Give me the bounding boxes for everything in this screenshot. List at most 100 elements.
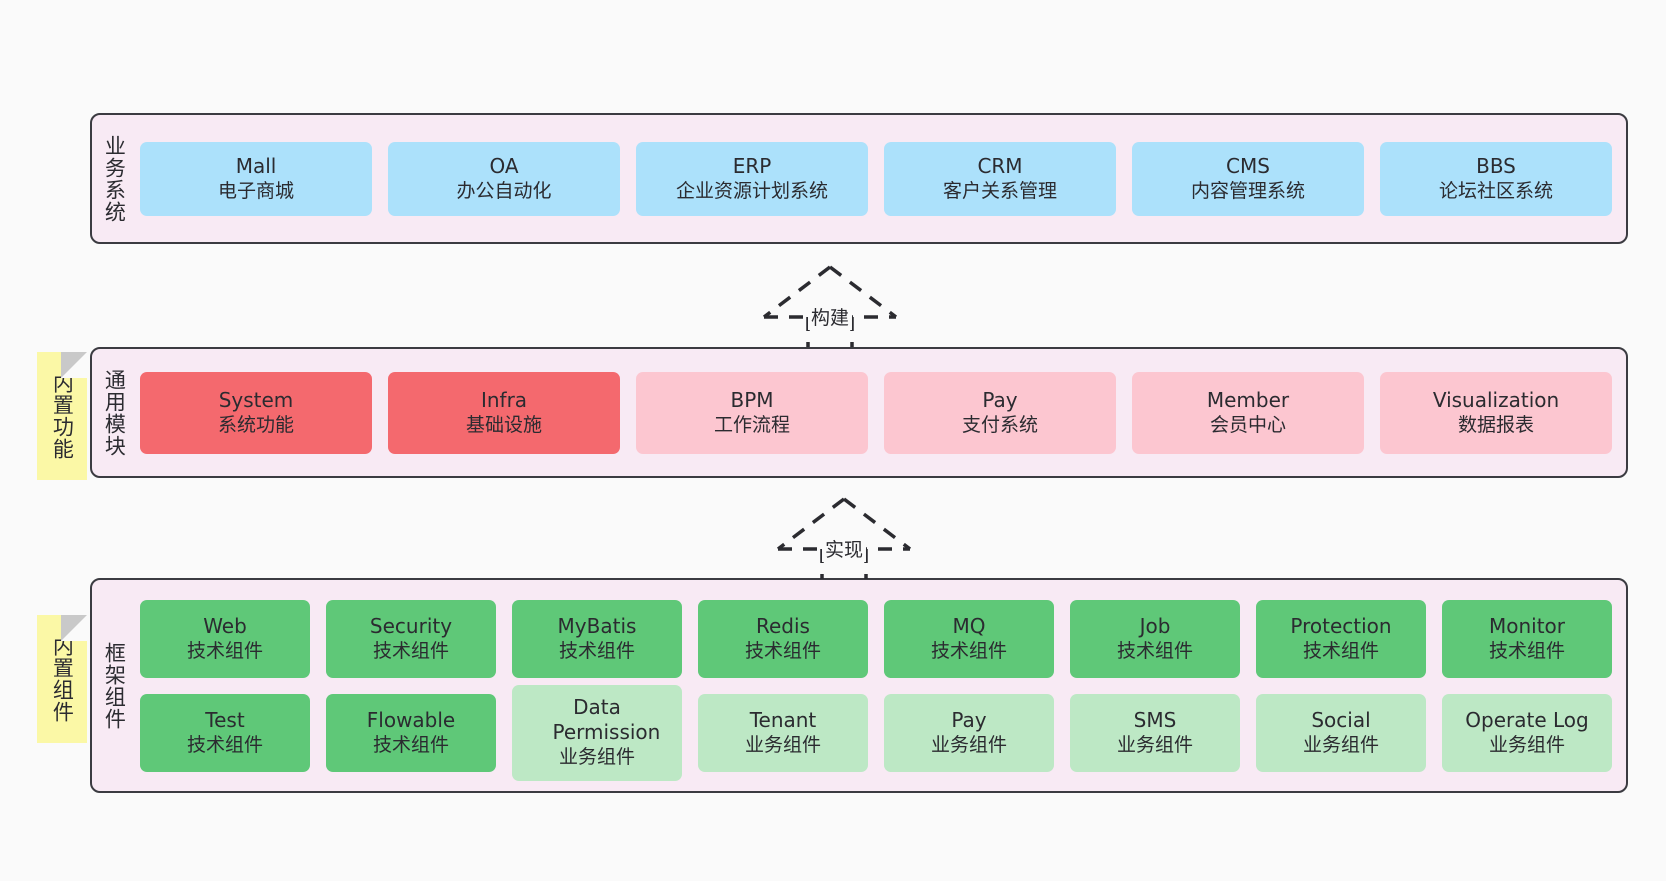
business-system-row: Mall 电子商城 OA 办公自动化 ERP 企业资源计划系统 CRM 客户关系… (140, 141, 1612, 216)
node-subtitle: 企业资源计划系统 (675, 179, 828, 202)
node-title: MQ (952, 613, 986, 638)
node-title: Flowable (366, 707, 456, 732)
node-security[interactable]: Security 技术组件 (326, 599, 496, 678)
node-erp[interactable]: ERP 企业资源计划系统 (636, 141, 868, 216)
note-builtin-component: 内置组件 (37, 615, 87, 743)
layer-common-module: 通用模块 System 系统功能 Infra 基础设施 BPM 工作流程 Pay… (90, 347, 1628, 478)
layer-caption-business-system: 业务系统 (102, 134, 127, 223)
node-system[interactable]: System 系统功能 (140, 371, 372, 454)
node-sms[interactable]: SMS 业务组件 (1070, 693, 1240, 772)
node-flowable[interactable]: Flowable 技术组件 (326, 693, 496, 772)
node-title: Mall (235, 153, 277, 178)
node-title: CMS (1226, 153, 1270, 178)
node-cms[interactable]: CMS 内容管理系统 (1132, 141, 1364, 216)
node-subtitle: 技术组件 (930, 639, 1007, 662)
node-title: SMS (1133, 707, 1177, 732)
node-title: Pay (951, 707, 987, 732)
node-subtitle: 会员中心 (1209, 413, 1286, 436)
node-subtitle: 业务组件 (1488, 733, 1565, 756)
node-subtitle: 办公自动化 (456, 179, 552, 202)
node-subtitle: 客户关系管理 (942, 179, 1057, 202)
node-mq[interactable]: MQ 技术组件 (884, 599, 1054, 678)
layer-caption-common-module: 通用模块 (102, 368, 127, 457)
node-subtitle: 业务组件 (1302, 733, 1379, 756)
node-subtitle: 支付系统 (961, 413, 1038, 436)
node-operate-log[interactable]: Operate Log 业务组件 (1442, 693, 1612, 772)
node-title: Security (369, 613, 453, 638)
node-crm[interactable]: CRM 客户关系管理 (884, 141, 1116, 216)
node-subtitle: 技术组件 (744, 639, 821, 662)
node-subtitle: 技术组件 (186, 733, 263, 756)
node-title: BBS (1476, 153, 1516, 178)
node-subtitle: 内容管理系统 (1190, 179, 1305, 202)
node-title: MyBatis (557, 613, 637, 638)
node-subtitle: 业务组件 (744, 733, 821, 756)
node-web[interactable]: Web 技术组件 (140, 599, 310, 678)
node-subtitle: 业务组件 (930, 733, 1007, 756)
node-title: Web (203, 613, 247, 638)
node-pay-component[interactable]: Pay 业务组件 (884, 693, 1054, 772)
node-title: Tenant (749, 707, 817, 732)
arrow-implement: 实现 (770, 493, 918, 579)
node-title: Member (1206, 387, 1290, 412)
node-title: Redis (756, 613, 810, 638)
node-mybatis[interactable]: MyBatis 技术组件 (512, 599, 682, 678)
arrow-head-left-stroke (776, 497, 846, 551)
layer-body-framework-component: Web 技术组件 Security 技术组件 MyBatis 技术组件 Redi… (136, 580, 1626, 791)
node-subtitle: 基础设施 (465, 413, 542, 436)
node-subtitle: 技术组件 (558, 639, 635, 662)
arrow-head-right-stroke (828, 265, 898, 319)
node-mall[interactable]: Mall 电子商城 (140, 141, 372, 216)
layer-framework-component: 框架组件 Web 技术组件 Security 技术组件 MyBatis 技术组件… (90, 578, 1628, 793)
arrow-head-right-stroke (842, 497, 912, 551)
node-social[interactable]: Social 业务组件 (1256, 693, 1426, 772)
framework-tech-row: Web 技术组件 Security 技术组件 MyBatis 技术组件 Redi… (140, 599, 1612, 678)
node-subtitle: 技术组件 (372, 733, 449, 756)
node-subtitle: 工作流程 (713, 413, 790, 436)
node-subtitle: 论坛社区系统 (1438, 179, 1553, 202)
node-title: Data Permission (552, 695, 661, 745)
common-module-row: System 系统功能 Infra 基础设施 BPM 工作流程 Pay 支付系统… (140, 371, 1612, 454)
node-infra[interactable]: Infra 基础设施 (388, 371, 620, 454)
node-title: Monitor (1488, 613, 1566, 638)
node-protection[interactable]: Protection 技术组件 (1256, 599, 1426, 678)
node-title: Operate Log (1465, 707, 1589, 732)
layer-body-business-system: Mall 电子商城 OA 办公自动化 ERP 企业资源计划系统 CRM 客户关系… (136, 115, 1626, 242)
node-subtitle: 技术组件 (186, 639, 263, 662)
note-builtin-component-label: 内置组件 (50, 635, 75, 723)
node-title: Job (1139, 613, 1171, 638)
node-bbs[interactable]: BBS 论坛社区系统 (1380, 141, 1612, 216)
node-pay-module[interactable]: Pay 支付系统 (884, 371, 1116, 454)
node-monitor[interactable]: Monitor 技术组件 (1442, 599, 1612, 678)
node-title: CRM (977, 153, 1023, 178)
node-title: Social (1311, 707, 1371, 732)
layer-caption-framework-component: 框架组件 (102, 641, 127, 730)
arrow-label-build: 构建 (807, 303, 853, 330)
layer-business-system: 业务系统 Mall 电子商城 OA 办公自动化 ERP 企业资源计划系统 CRM… (90, 113, 1628, 244)
node-title: OA (489, 153, 519, 178)
node-oa[interactable]: OA 办公自动化 (388, 141, 620, 216)
node-title: Infra (480, 387, 528, 412)
node-tenant[interactable]: Tenant 业务组件 (698, 693, 868, 772)
node-data-permission[interactable]: Data Permission 业务组件 (512, 684, 682, 781)
node-subtitle: 业务组件 (558, 746, 635, 769)
node-title: Pay (982, 387, 1018, 412)
node-subtitle: 技术组件 (372, 639, 449, 662)
node-subtitle: 电子商城 (217, 179, 294, 202)
node-title: System (218, 387, 294, 412)
node-redis[interactable]: Redis 技术组件 (698, 599, 868, 678)
node-visualization[interactable]: Visualization 数据报表 (1380, 371, 1612, 454)
node-title: Test (205, 707, 245, 732)
node-subtitle: 业务组件 (1116, 733, 1193, 756)
node-test[interactable]: Test 技术组件 (140, 693, 310, 772)
framework-biz-row: Test 技术组件 Flowable 技术组件 Data Permission … (140, 684, 1612, 781)
node-member[interactable]: Member 会员中心 (1132, 371, 1364, 454)
node-bpm[interactable]: BPM 工作流程 (636, 371, 868, 454)
node-job[interactable]: Job 技术组件 (1070, 599, 1240, 678)
node-subtitle: 数据报表 (1457, 413, 1534, 436)
note-builtin-feature: 内置功能 (37, 352, 87, 480)
node-title: BPM (730, 387, 774, 412)
node-subtitle: 技术组件 (1302, 639, 1379, 662)
node-subtitle: 技术组件 (1488, 639, 1565, 662)
arrow-head-left-stroke (762, 265, 832, 319)
